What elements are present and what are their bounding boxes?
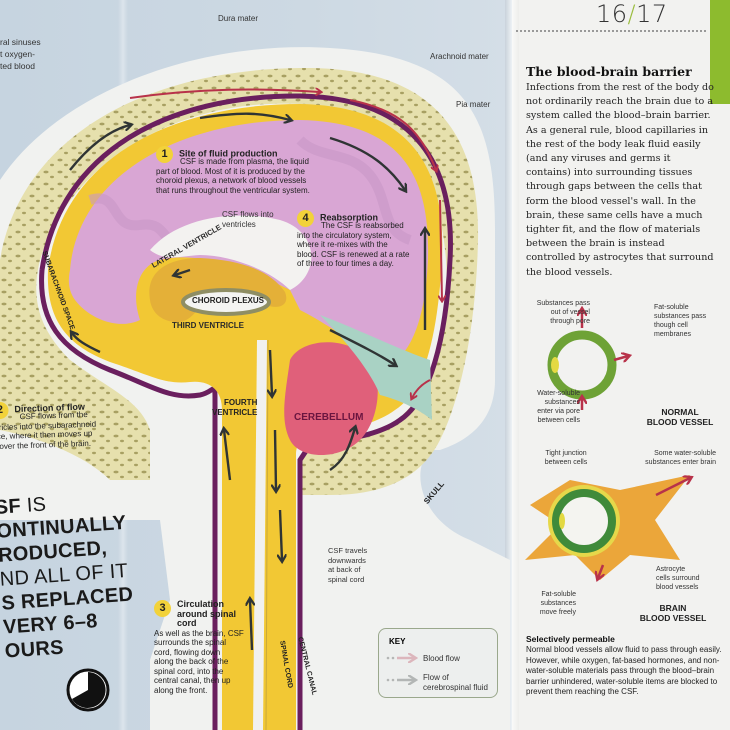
key-title: KEY [389, 637, 406, 646]
label-out-pore: Substances pass out of vessel through po… [536, 300, 590, 325]
normal-vessel-caption: NORMAL BLOOD VESSEL [646, 407, 714, 427]
selectively-permeable-body: Normal blood vessels allow fluid to pass… [526, 645, 722, 697]
label-water-soluble-enter: Water-soluble substances enter via pore … [537, 390, 580, 424]
corpus-callosum [150, 215, 312, 290]
step-2-badge: 2 [0, 401, 9, 420]
choroid-plexus [181, 288, 271, 316]
pia-mater-label: Pia mater [456, 100, 491, 109]
section-body: Infections from the rest of the body do … [526, 82, 714, 278]
section-title: The blood-brain barrier [526, 64, 692, 79]
clock-icon [66, 668, 110, 712]
label-fat-soluble-free: Fat-soluble substances move freely [539, 591, 576, 616]
brain-vessel-caption: BRAIN BLOOD VESSEL [639, 603, 707, 623]
diagram-key: KEY Blood flow Flow of cerebrospinal flu… [378, 628, 498, 698]
label-tight-junction: Tight junction between cells [544, 450, 588, 466]
head-silhouette-icon [710, 0, 730, 104]
dura-mater-label: Dura mater [218, 14, 259, 23]
arachnoid-mater-label: Arachnoid mater [430, 52, 489, 61]
dura-membrane [39, 93, 453, 730]
label-astrocyte: Astrocyte cells surround blood vessels [656, 566, 700, 591]
choroid-plexus-label: CHOROID PLEXUS [192, 296, 265, 305]
key-blood-flow-label: Blood flow [423, 654, 460, 663]
normal-blood-vessel-figure [547, 310, 628, 410]
label-some-water-soluble: Some water-soluble substances enter brai… [645, 450, 716, 466]
key-csf-flow-label: Flow of cerebrospinal fluid [423, 673, 488, 692]
step-4-badge: 4 [297, 210, 314, 227]
third-ventricle-label: THIRD VENTRICLE [172, 321, 244, 330]
venous-sinus [320, 315, 432, 420]
step-1-badge: 1 [156, 146, 173, 163]
cerebellum-label: CEREBELLUM [294, 412, 364, 423]
venous-sinuses-label: ral sinuses t oxygen- ted blood [0, 37, 41, 71]
header-divider [516, 30, 706, 32]
csf-flows-into-ventricles-label: CSF flows into ventricles [222, 210, 274, 229]
step-3-badge: 3 [154, 600, 171, 617]
page-number: 16/17 [596, 0, 668, 28]
label-fat-soluble-pass: Fat-soluble substances pass though cell … [654, 304, 707, 338]
csf-replacement-statement: SF IS ONTINUALLY RODUCED, ND ALL OF IT S… [0, 493, 134, 663]
csf-travels-label: CSF travels downwards at back of spinal … [328, 546, 368, 584]
book-gutter [505, 0, 519, 730]
skull [0, 67, 479, 496]
brain-blood-vessel-figure [525, 475, 690, 580]
fourth-ventricle-label: FOURTH VENTRICLE [212, 398, 258, 417]
selectively-permeable-title: Selectively permeable [526, 634, 615, 644]
